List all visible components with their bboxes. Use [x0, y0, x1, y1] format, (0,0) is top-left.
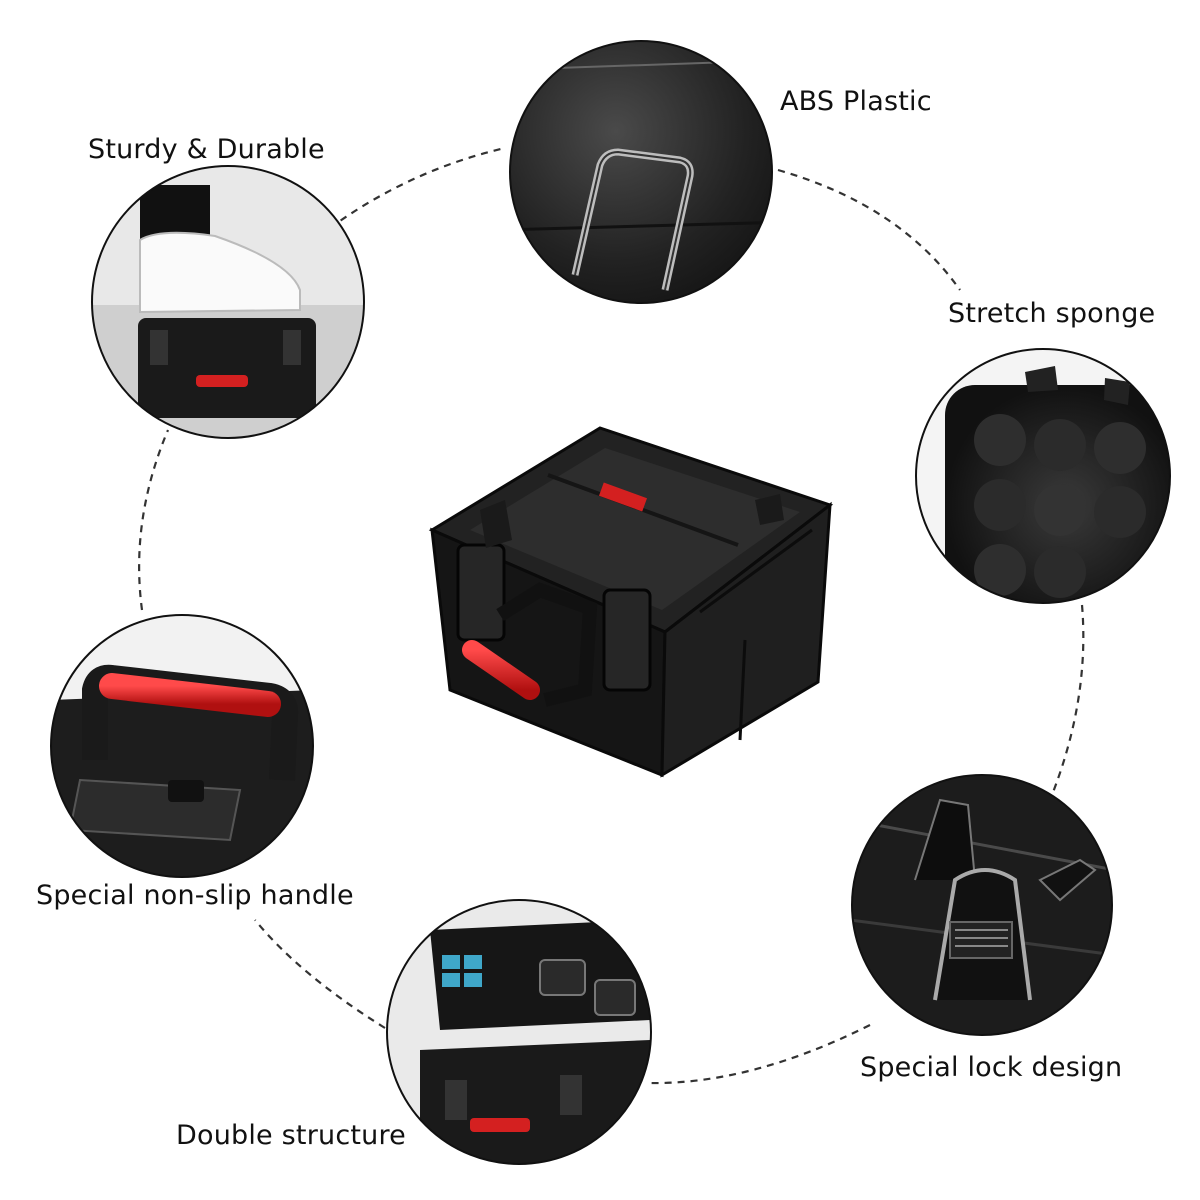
abs-plastic-circle — [510, 41, 772, 303]
label-lock-design: Special lock design — [860, 1052, 1123, 1083]
dashed-ring — [138, 146, 1085, 1085]
label-stretch-sponge: Stretch sponge — [948, 298, 1156, 329]
label-sturdy-durable: Sturdy & Durable — [88, 134, 325, 165]
hard-case-product — [428, 426, 834, 778]
non-slip-handle-circle — [51, 615, 313, 877]
label-double-structure: Double structure — [176, 1120, 406, 1151]
stretch-sponge-circle — [916, 349, 1170, 603]
label-non-slip-handle: Special non-slip handle — [36, 880, 354, 911]
double-structure-circle — [387, 900, 651, 1164]
sturdy-durable-circle — [92, 166, 364, 438]
lock-design-circle — [852, 775, 1112, 1035]
label-abs-plastic: ABS Plastic — [780, 86, 932, 117]
